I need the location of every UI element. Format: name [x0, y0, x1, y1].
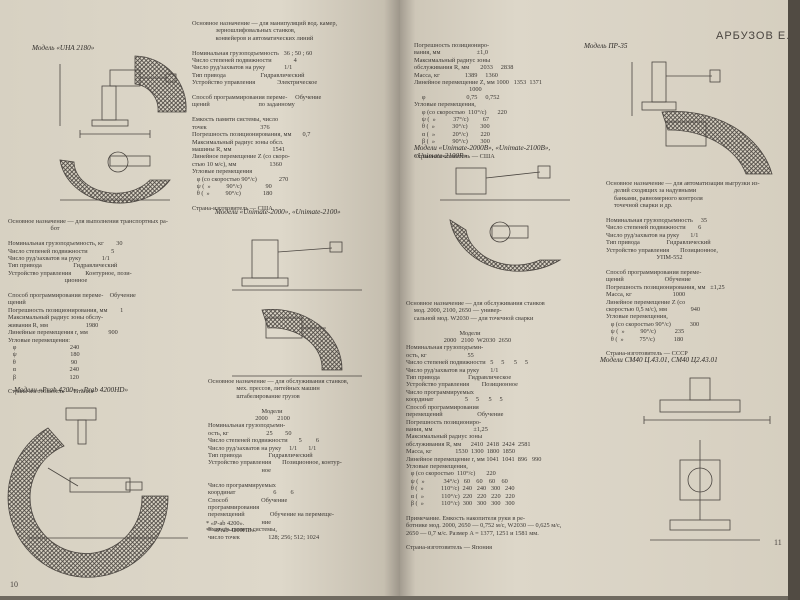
right-page: АРБУЗОВ Е. П. Погрешность позициониро- в… [400, 0, 788, 596]
robot-diagram-prab [7, 407, 188, 578]
model-title-prab: Модели «Prab 4200», «Prab 4200HD» [14, 386, 129, 394]
spec-block-pr35: Основное назначение — для автоматизации … [606, 180, 760, 358]
robot-diagram-uha [59, 55, 187, 138]
robot-diagram-unimate-2000 [232, 239, 362, 377]
spec-block-unimate-2000b: Основное назначение — для обслуживания с… [406, 300, 562, 552]
spec-block-unimate-2000: Основное назначение — для выполнения тра… [8, 218, 168, 396]
page-number-left: 10 [10, 580, 18, 589]
model-title-sm40: Модели СМ40 Ц.43.01, СМ40 Ц2.43.01 [600, 356, 718, 364]
robot-plan-uha [59, 151, 171, 204]
robot-diagram-sm40 [643, 377, 771, 541]
model-title-pr35: Модель ПР-35 [584, 42, 628, 50]
model-title-unimate-2000: Модели «Unimate-2000», «Unimate-2100» [215, 208, 341, 216]
page-header: АРБУЗОВ Е. П. [716, 30, 788, 42]
book-edge [788, 0, 800, 600]
left-page: Модель «UHA 2180» Основное назначение — … [0, 0, 400, 596]
robot-diagram-pr35 [631, 61, 773, 175]
footnotes: * «Р-ab 4200». ** «Prab 4200HD». [206, 520, 257, 535]
robot-diagram-unimate-2000b [440, 165, 570, 272]
model-title-unimate-2000b: Модели «Unimate-2000B», «Unimate-2100B»,… [414, 144, 551, 160]
page-number-right: 11 [774, 538, 782, 547]
spec-block-uha: Основное назначение — для манипуляций во… [192, 20, 338, 213]
model-title-uha: Модель «UHA 2180» [32, 44, 95, 52]
spec-block-unimate-4000: Погрешность позициониро- вания, мм ±1,0 … [414, 42, 542, 161]
spec-block-unimate-2000-models: Основное назначение — для обслуживания с… [208, 378, 349, 541]
